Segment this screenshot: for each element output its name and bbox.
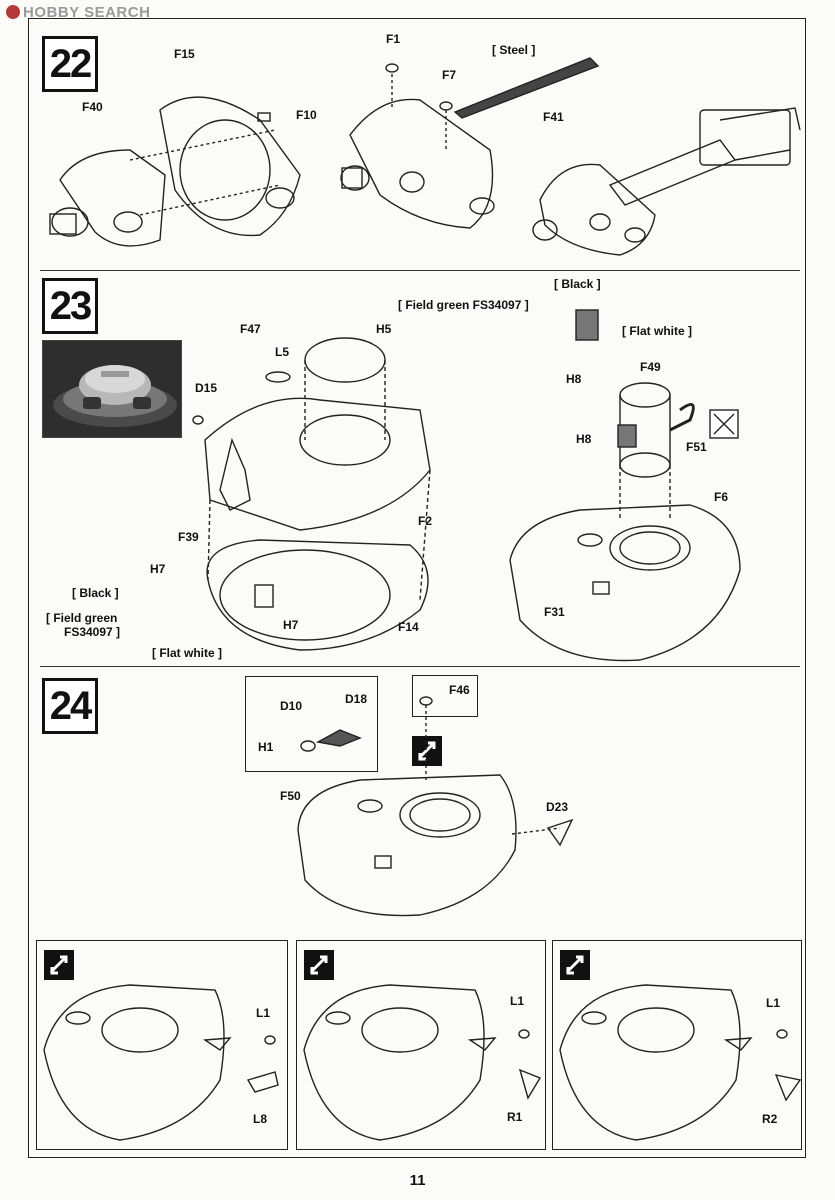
watermark: HOBBY SEARCH (6, 4, 150, 21)
part-label-d18: D18 (345, 692, 368, 706)
reference-photo (42, 340, 182, 438)
part-label-f1: F1 (386, 32, 401, 46)
part-label-r1: R1 (507, 1110, 523, 1124)
part-label-d23: D23 (546, 800, 569, 814)
turret-drawing-step24 (297, 696, 574, 917)
hatch-photo-illustration (43, 341, 181, 437)
step-number-24: 24 (42, 678, 98, 734)
variant-turret-l8 (43, 984, 279, 1141)
option-arrow-icon (304, 950, 334, 980)
paint-label-h7-fs: FS34097 ] (64, 625, 121, 639)
part-label-f41: F41 (543, 110, 564, 124)
mantlet-drawing-assembled (340, 57, 600, 229)
paint-label-h7-green: [ Field green (46, 611, 118, 625)
part-label-f39: F39 (178, 530, 199, 544)
step-number-23: 23 (42, 278, 98, 334)
paint-label-h8-green: [ Field green FS34097 ] (398, 298, 529, 312)
part-label-f49: F49 (640, 360, 661, 374)
page-frame (28, 18, 806, 1158)
part-label-r2: R2 (762, 1112, 778, 1126)
variant-panel-l8 (36, 940, 288, 1150)
turret-drawing-exploded (192, 337, 431, 651)
part-label-f7: F7 (442, 68, 457, 82)
part-label-l1-r1: L1 (510, 994, 525, 1008)
step-divider (40, 666, 800, 667)
paint-label-steel: [ Steel ] (492, 43, 536, 57)
part-label-h5: H5 (376, 322, 392, 336)
detail-inset-f46 (412, 675, 478, 717)
part-label-f46: F46 (449, 683, 470, 697)
part-label-h7-installed: H7 (283, 618, 299, 632)
part-label-l8: L8 (253, 1112, 268, 1126)
detail-inset-periscope (245, 676, 378, 772)
part-label-l1-r2: L1 (766, 996, 781, 1010)
part-label-f14: F14 (398, 620, 419, 634)
variant-panel-r2 (552, 940, 802, 1150)
part-label-f6: F6 (714, 490, 729, 504)
paint-label-h7-white: [ Flat white ] (152, 646, 222, 660)
part-label-f40: F40 (82, 100, 103, 114)
part-label-f10: F10 (296, 108, 317, 122)
option-arrow-icon (412, 736, 442, 766)
part-label-l1: L1 (256, 1006, 271, 1020)
part-label-h8-installed: H8 (576, 432, 592, 446)
paint-label-h8-black: [ Black ] (554, 277, 601, 291)
turret-drawing-assembled (509, 309, 741, 662)
part-label-d15: D15 (195, 381, 218, 395)
part-label-f47: F47 (240, 322, 261, 336)
part-label-h7: H7 (150, 562, 166, 576)
part-label-f31: F31 (544, 605, 565, 619)
part-label-f51: F51 (686, 440, 707, 454)
part-label-f2: F2 (418, 514, 433, 528)
step-number-22: 22 (42, 36, 98, 92)
part-label-l5: L5 (275, 345, 290, 359)
variant-turret-r1 (303, 984, 542, 1141)
part-label-f15: F15 (174, 47, 195, 61)
page-number: 11 (409, 1172, 426, 1189)
mantlet-drawing-exploded (49, 96, 301, 247)
part-label-f50: F50 (280, 789, 301, 803)
variant-turret-r2 (559, 984, 802, 1141)
option-arrow-icon (560, 950, 590, 980)
option-arrow-icon (44, 950, 74, 980)
paint-label-h8-white: [ Flat white ] (622, 324, 692, 338)
watermark-logo-icon (6, 5, 20, 19)
mantlet-drawing-with-gun (532, 107, 801, 256)
paint-label-h7-black: [ Black ] (72, 586, 119, 600)
step-divider (40, 270, 800, 271)
part-label-h1: H1 (258, 740, 274, 754)
part-label-h8: H8 (566, 372, 582, 386)
variant-panel-r1 (296, 940, 546, 1150)
part-label-d10: D10 (280, 699, 303, 713)
